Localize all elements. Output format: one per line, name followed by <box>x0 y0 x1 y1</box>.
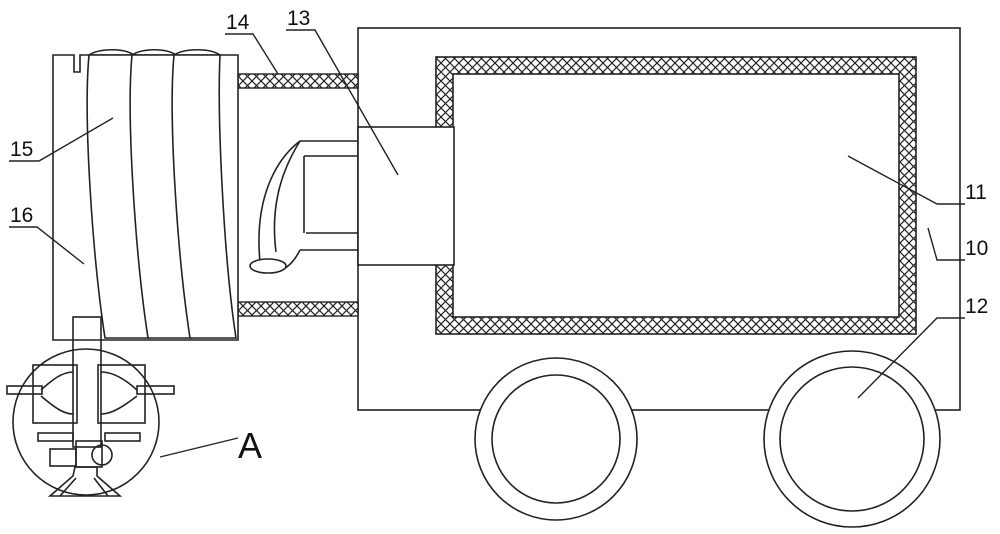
wheel-front <box>474 357 638 521</box>
wheel-rear <box>763 350 941 528</box>
tank-insulation-wall <box>435 56 917 335</box>
label-12: 12 <box>965 295 988 318</box>
label-a: A <box>238 425 262 466</box>
label-10: 10 <box>965 237 988 260</box>
label-11: 11 <box>965 181 987 204</box>
label-15: 15 <box>10 138 33 161</box>
suction-elbow-pipe <box>249 140 358 274</box>
coiled-hose-drum <box>86 48 237 339</box>
leader-lines <box>9 29 965 458</box>
pump-block <box>357 126 455 266</box>
label-13: 13 <box>287 7 310 30</box>
label-14: 14 <box>226 11 250 34</box>
detail-a-view <box>6 316 175 497</box>
label-16: 16 <box>10 204 33 227</box>
connecting-hose <box>237 73 359 317</box>
